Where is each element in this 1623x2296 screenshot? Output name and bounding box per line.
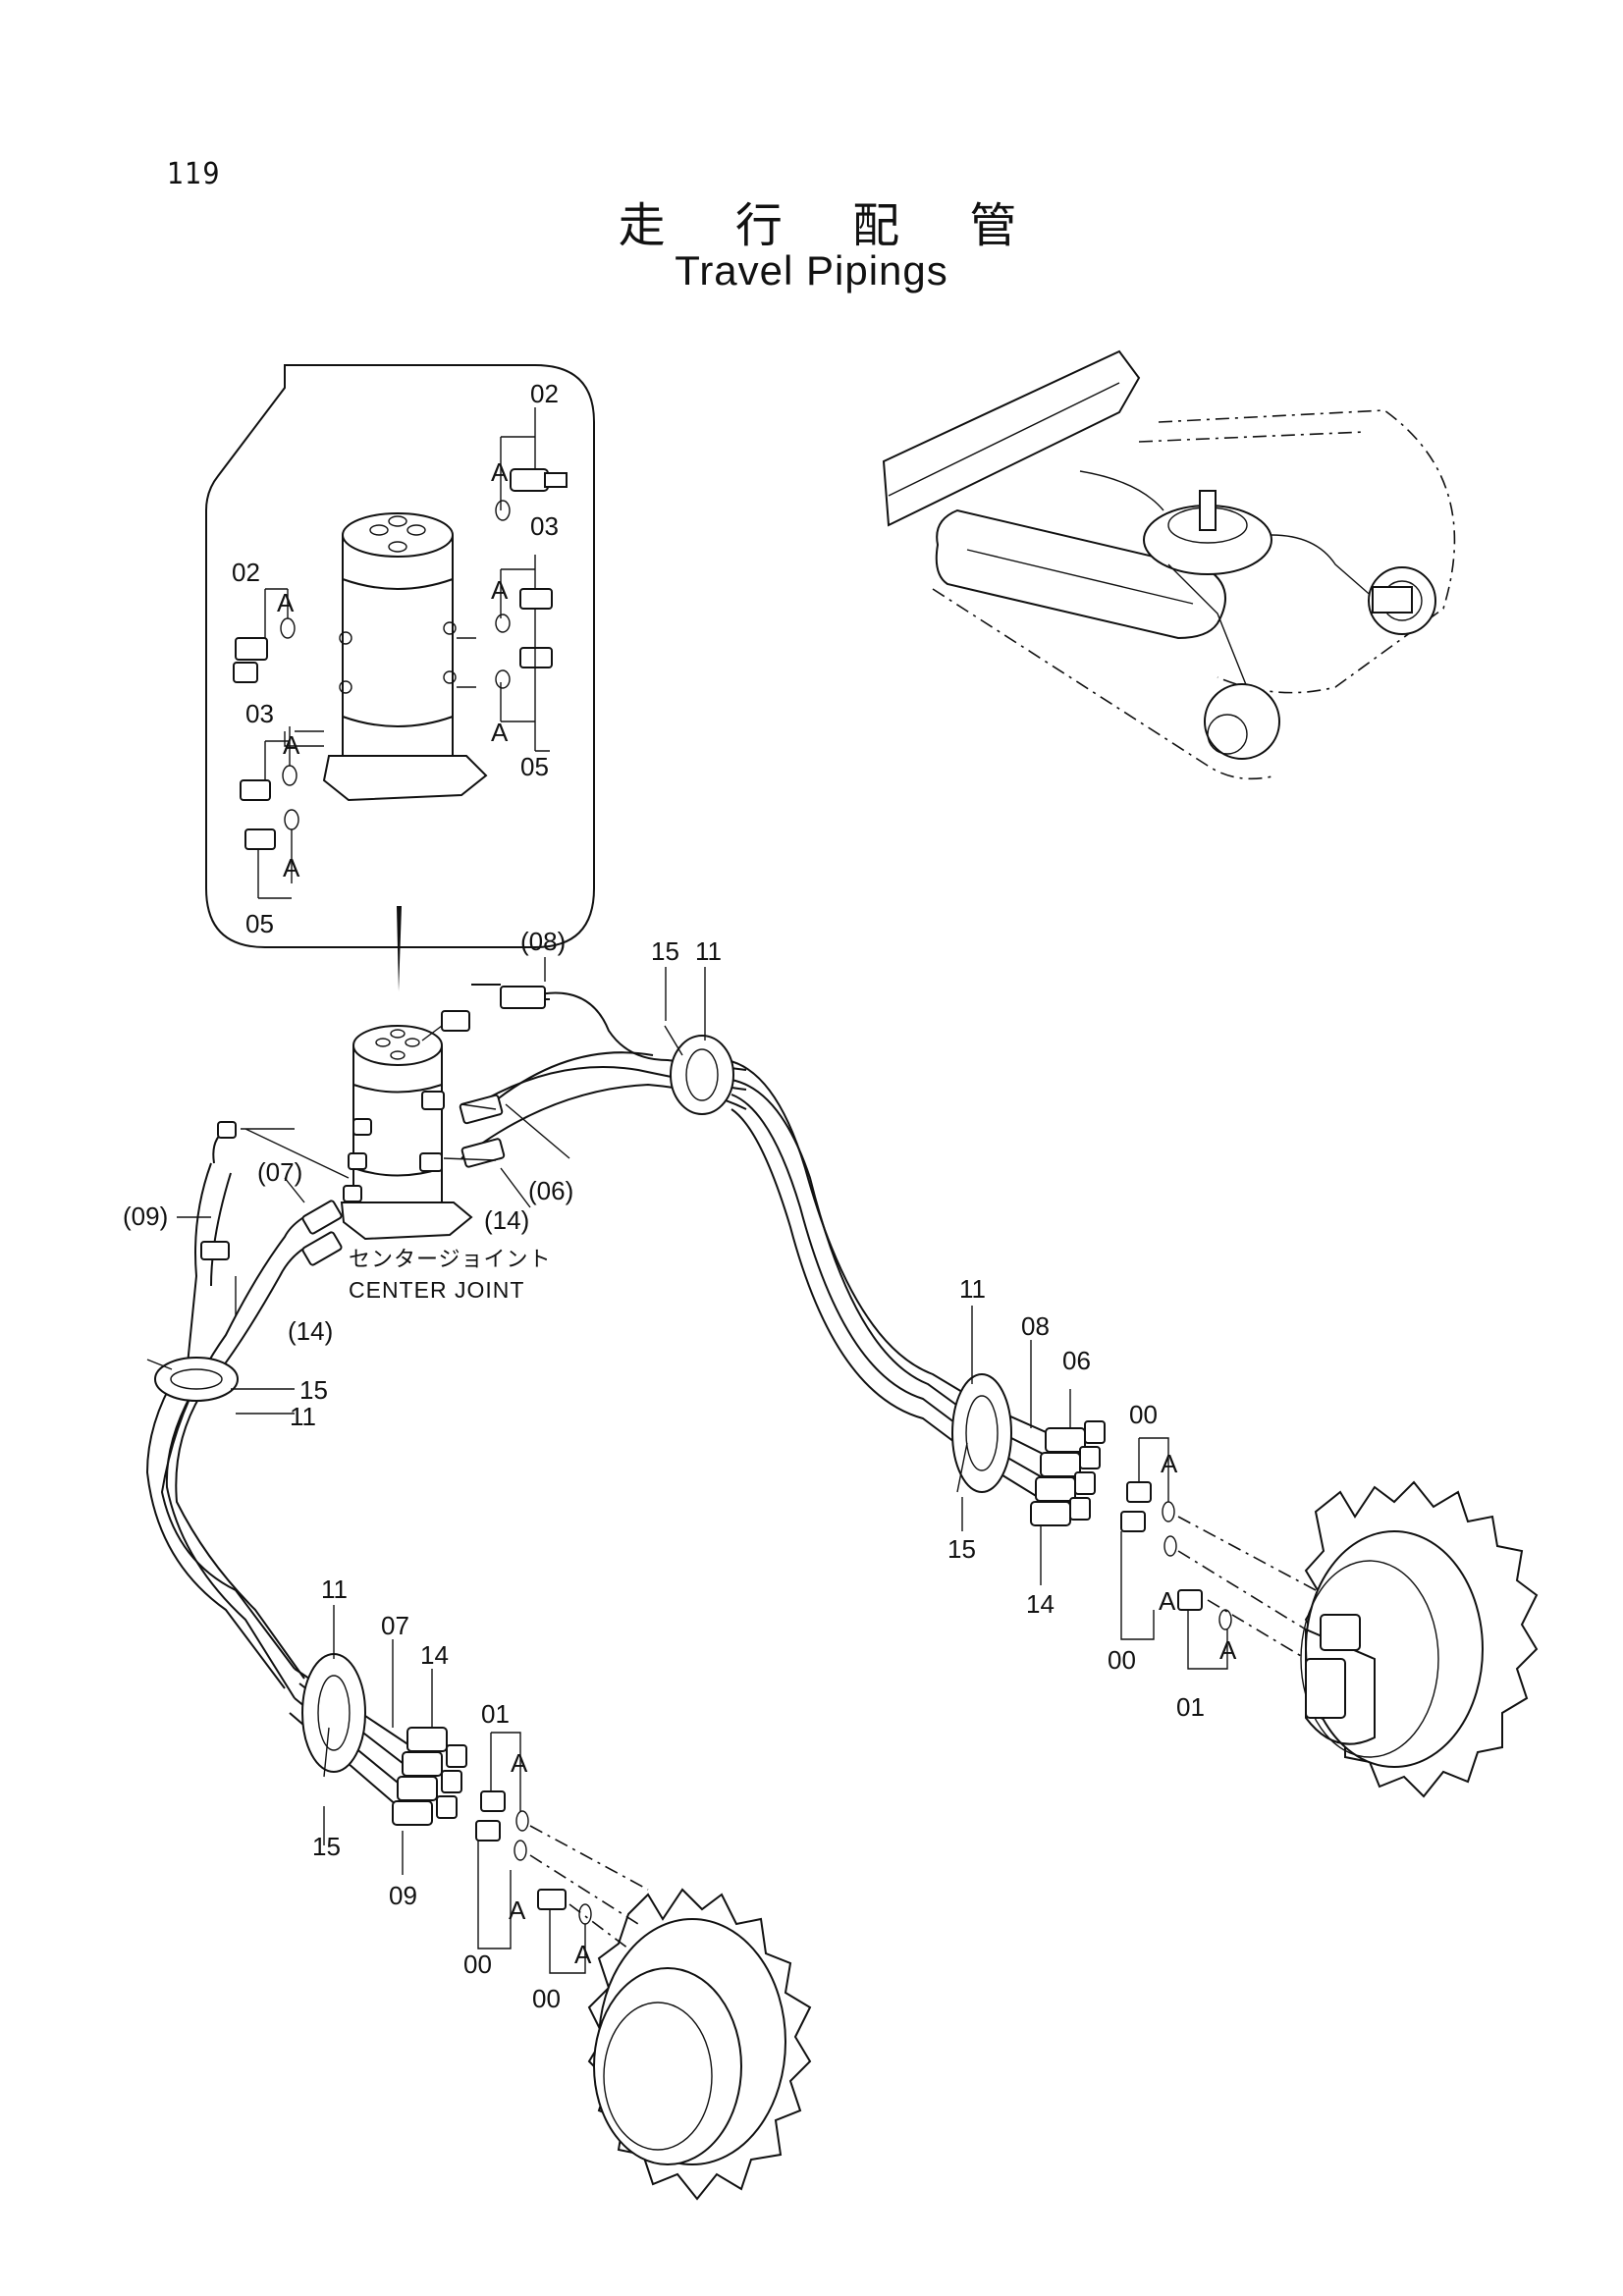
callout-ref-06: (06) (528, 1176, 573, 1205)
clamp-right (951, 1373, 1012, 1493)
callout-right-a-1: A (1161, 1449, 1178, 1478)
callout-inset-a-3: A (491, 718, 509, 747)
callout-right-14: 14 (1026, 1589, 1055, 1619)
callout-inset-a-6: A (283, 853, 300, 882)
callout-right-06: 06 (1062, 1346, 1091, 1375)
callout-inset-a-2: A (491, 575, 509, 605)
clamp-top (664, 1025, 734, 1115)
page-title-en: Travel Pipings (675, 247, 948, 294)
hose-bundle-left (145, 1121, 413, 1807)
callout-left-a-1: A (511, 1748, 528, 1778)
callout-left-01: 01 (481, 1699, 510, 1729)
callout-right-00-top: 00 (1129, 1400, 1158, 1429)
callout-right-00-bottom: 00 (1108, 1645, 1136, 1675)
machine-overview (882, 349, 1456, 780)
callout-right-15: 15 (947, 1534, 976, 1564)
callout-ref-14-low: (14) (288, 1316, 333, 1346)
right-sprocket (1300, 1480, 1539, 1798)
callout-clamp-11-top: 11 (695, 936, 722, 966)
page-title-jp: 走 行 配 管 (618, 198, 1045, 253)
callout-ref-08: (08) (520, 927, 566, 956)
center-joint-label-en: CENTER JOINT (349, 1277, 524, 1303)
inset-callout-lines (257, 407, 550, 899)
page-number: 119 (167, 157, 221, 191)
callout-inset-03-left: 03 (245, 699, 274, 728)
callout-clamp-15-top: 15 (651, 936, 679, 966)
callout-ref-07: (07) (257, 1157, 302, 1187)
inset-panel (205, 364, 595, 991)
callout-inset-a-5: A (283, 730, 300, 760)
center-joint (340, 1010, 473, 1241)
callout-left-11: 11 (321, 1575, 348, 1604)
center-joint-label-jp: センタージョイント (349, 1247, 552, 1271)
callout-inset-05-left: 05 (245, 909, 274, 938)
right-motor-fittings (1030, 1420, 1317, 1660)
callout-inset-a-1: A (491, 457, 509, 487)
right-callout-lines (961, 1306, 1228, 1670)
callout-left-a-3: A (574, 1940, 592, 1969)
callout-left-14: 14 (420, 1640, 449, 1670)
callout-inset-03-right: 03 (530, 511, 559, 541)
callout-left-00-b: 00 (532, 1984, 561, 2013)
callout-right-01: 01 (1176, 1692, 1205, 1722)
left-motor-fittings (392, 1727, 649, 1949)
callout-left-a-2: A (509, 1896, 526, 1925)
clamp-left (146, 1357, 239, 1402)
left-sprocket (587, 1888, 812, 2201)
callout-left-07: 07 (381, 1611, 409, 1640)
callout-left-15: 15 (312, 1832, 341, 1861)
left-callout-lines (323, 1605, 586, 1974)
callout-right-08: 08 (1021, 1311, 1050, 1341)
callout-ref-14-mid: (14) (484, 1205, 529, 1235)
callout-right-11: 11 (959, 1274, 986, 1304)
callout-clamp-11-left: 11 (290, 1402, 316, 1431)
callout-clamp-15-left: 15 (299, 1375, 328, 1405)
center-callout-lines (177, 957, 706, 1415)
callout-inset-05-right: 05 (520, 752, 549, 781)
inset-center-joint-body (322, 512, 488, 802)
callout-left-00-a: 00 (463, 1949, 492, 1979)
callout-inset-02-top: 02 (530, 379, 559, 408)
callout-left-09: 09 (389, 1881, 417, 1910)
callout-right-a-2: A (1159, 1586, 1176, 1616)
clamp-bottom (301, 1653, 366, 1778)
callout-right-a-3: A (1219, 1635, 1237, 1665)
callout-inset-02-left: 02 (232, 558, 260, 587)
callout-inset-a-4: A (277, 588, 295, 617)
inset-fittings (233, 468, 568, 850)
callout-ref-09: (09) (123, 1201, 168, 1231)
